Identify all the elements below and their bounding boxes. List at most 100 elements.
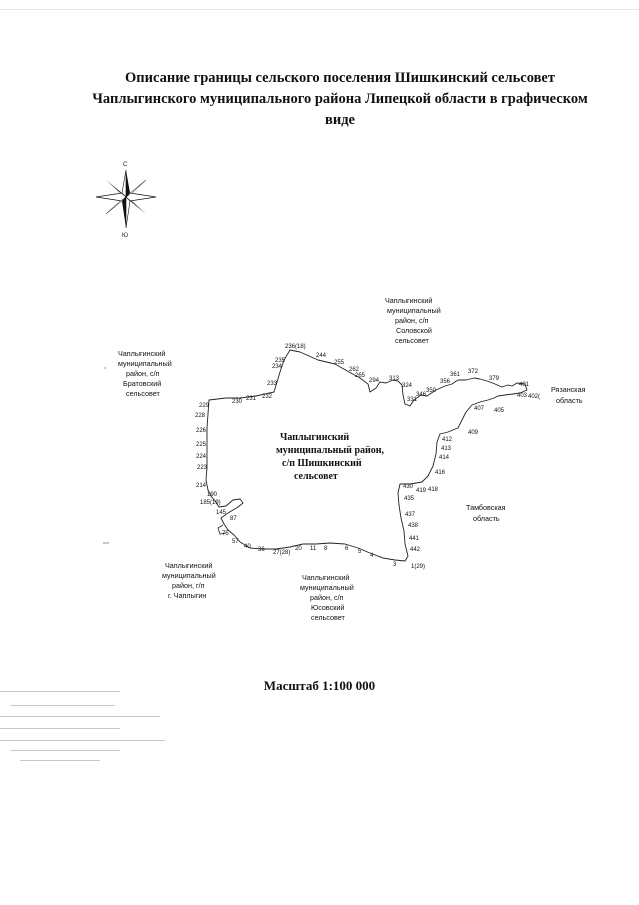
region-label-line: район, с/п xyxy=(126,369,160,378)
boundary-point-label: 27(28) xyxy=(273,550,290,556)
boundary-point-label: 244 xyxy=(316,353,327,359)
boundary-point-label: 403 xyxy=(517,393,528,399)
boundary-point-label: 233 xyxy=(267,381,278,387)
title-line-3: виде xyxy=(325,112,355,128)
boundary-point-label: 405 xyxy=(494,408,505,414)
region-label-line: муниципальный xyxy=(162,571,216,580)
boundary-point-label: 235 xyxy=(275,358,286,364)
region-label-line: муниципальный xyxy=(118,359,172,368)
boundary-point-label: 226 xyxy=(196,428,207,434)
title-line-1: Описание границы сельского поселения Шиш… xyxy=(124,70,555,86)
region-tambov-label: Тамбовская область xyxy=(466,503,506,523)
region-label-line: сельсовет xyxy=(311,613,345,622)
boundary-point-label: 331 xyxy=(407,397,418,403)
region-ryazan-label: Рязанская область xyxy=(551,385,586,405)
region-west-label: Чаплыгинский муниципальный район, с/п Бр… xyxy=(118,349,172,398)
boundary-point-label: 418 xyxy=(428,487,439,493)
region-south-label: Чаплыгинский муниципальный район, с/п Юс… xyxy=(300,573,354,622)
boundary-point-label: 57 xyxy=(232,539,239,545)
boundary-point-label: 190 xyxy=(207,492,218,498)
compass-rose-icon: С Ю xyxy=(95,162,157,239)
boundary-point-label: 231 xyxy=(246,396,257,402)
boundary-point-label: 11 xyxy=(310,546,317,552)
boundary-point-label: 4 xyxy=(370,553,374,559)
boundary-point-label: 401 xyxy=(519,382,530,388)
boundary-point-label: 419 xyxy=(416,488,427,494)
center-label-line: муниципальный район, xyxy=(276,445,385,456)
boundary-point-label: 265 xyxy=(355,373,366,379)
boundary-point-label: 232 xyxy=(262,394,273,400)
boundary-point-label: 40 xyxy=(244,544,251,550)
region-label-line: Чаплыгинский xyxy=(385,296,432,305)
boundary-point-label: 5 xyxy=(358,549,362,555)
boundary-point-label: 1(29) xyxy=(411,564,425,570)
center-label-line: сельсовет xyxy=(294,471,338,482)
boundary-point-label: 75 xyxy=(222,531,229,537)
region-label-line: область xyxy=(556,396,583,405)
region-label-line: муниципальный xyxy=(387,306,441,315)
region-label-line: Тамбовская xyxy=(466,503,506,512)
region-label-line: Рязанская xyxy=(551,385,586,394)
boundary-point-label: 225 xyxy=(196,442,207,448)
settlement-boundary xyxy=(205,349,528,562)
region-label-line: район, г/п xyxy=(172,581,205,590)
boundary-point-label: 361 xyxy=(450,372,461,378)
boundary-point-label: 407 xyxy=(474,406,485,412)
boundary-point-label: 438 xyxy=(408,523,419,529)
boundary-point-label: 294 xyxy=(369,378,380,384)
boundary-point-label: 409 xyxy=(468,430,479,436)
region-label-line: г. Чаплыгин xyxy=(168,591,206,600)
boundary-point-label: 346 xyxy=(416,392,427,398)
boundary-point-label: 228 xyxy=(195,413,206,419)
boundary-point-label: 441 xyxy=(409,536,420,542)
boundary-point-label: 36 xyxy=(258,547,265,553)
region-label-line: Чаплыгинский xyxy=(118,349,165,358)
boundary-point-label: 224 xyxy=(196,454,207,460)
region-label-line: область xyxy=(473,514,500,523)
boundary-point-label: 236(18) xyxy=(285,344,306,350)
boundary-point-label: 6 xyxy=(345,546,349,552)
boundary-point-label: 413 xyxy=(441,446,452,452)
region-label-line: Соловской xyxy=(396,326,432,335)
compass-north-label: С xyxy=(123,162,128,168)
title-line-2: Чаплыгинского муниципального района Липе… xyxy=(92,91,588,107)
boundary-point-label: 3 xyxy=(393,562,397,568)
boundary-point-label: 356 xyxy=(440,379,451,385)
compass-south-label: Ю xyxy=(122,233,128,239)
boundary-point-label: 416 xyxy=(435,470,446,476)
boundary-point-label: 414 xyxy=(439,455,450,461)
boundary-point-label: 379 xyxy=(489,376,500,382)
boundary-point-label: 372 xyxy=(468,369,479,375)
boundary-point-label: 435 xyxy=(404,496,415,502)
center-label-line: Чаплыгинский xyxy=(280,432,349,443)
boundary-point-label: 324 xyxy=(402,383,413,389)
boundary-point-label: 8 xyxy=(324,546,328,552)
region-north-label: Чаплыгинский муниципальный район, с/п Со… xyxy=(385,296,441,345)
boundary-point-label: 223 xyxy=(197,465,208,471)
region-label-line: сельсовет xyxy=(126,389,160,398)
center-label-line: с/п Шишкинский xyxy=(282,458,362,469)
boundary-point-label: 402( xyxy=(528,394,540,400)
boundary-point-label: 185(19) xyxy=(200,500,221,506)
boundary-point-label: 87 xyxy=(230,516,237,522)
boundary-point-label: 230 xyxy=(232,399,243,405)
boundary-point-label: 437 xyxy=(405,512,416,518)
boundary-point-label: 412 xyxy=(442,437,453,443)
boundary-point-label: 229 xyxy=(199,403,210,409)
settlement-center-label: Чаплыгинский муниципальный район, с/п Ши… xyxy=(276,432,385,482)
region-southwest-label: Чаплыгинский муниципальный район, г/п г.… xyxy=(162,561,216,600)
boundary-point-label: 313 xyxy=(389,376,400,382)
region-label-line: район, с/п xyxy=(310,593,344,602)
boundary-point-label: 214 xyxy=(196,483,207,489)
boundary-point-label: 145 xyxy=(216,510,227,516)
boundary-point-label: 430 xyxy=(403,484,414,490)
boundary-point-label: 234 xyxy=(272,364,283,370)
map-scale: Масштаб 1:100 000 xyxy=(263,678,376,693)
boundary-point-label: 262 xyxy=(349,367,360,373)
region-label-line: Чаплыгинский xyxy=(302,573,349,582)
boundary-point-label: 350 xyxy=(426,388,437,394)
region-label-line: сельсовет xyxy=(395,336,429,345)
boundary-point-label: 20 xyxy=(295,546,302,552)
